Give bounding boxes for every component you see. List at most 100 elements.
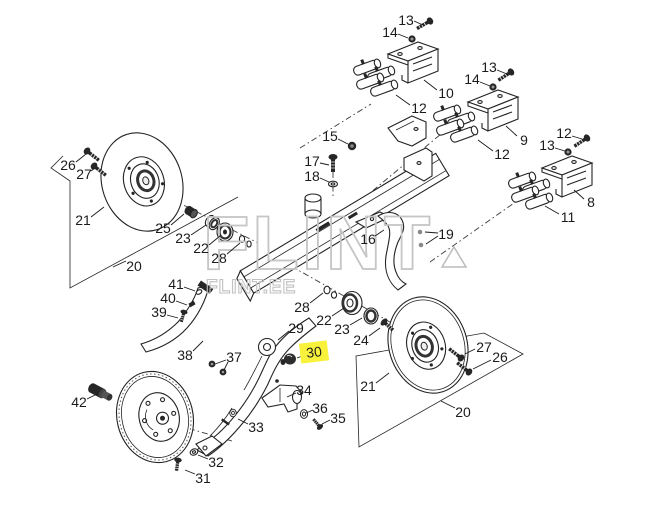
pin-33 [221,408,237,426]
leader-line [331,307,345,317]
leader-line [374,229,385,237]
disc-blade-left [100,132,184,232]
nut-14a [408,35,416,43]
leader-line [505,125,518,137]
frame-bracket [387,115,433,182]
leader-line [395,94,411,106]
part-label-26[interactable]: 26 [60,157,76,173]
part-label-12[interactable]: 12 [494,146,510,162]
part-label-19[interactable]: 19 [438,226,454,242]
part-label-41[interactable]: 41 [168,276,184,292]
part-label-23[interactable]: 23 [334,321,350,337]
part-label-33[interactable]: 33 [248,419,264,435]
part-label-20[interactable]: 20 [126,258,142,274]
leader-line [479,81,491,87]
part-label-37[interactable]: 37 [226,349,242,365]
nut-14b [489,83,497,91]
part-label-23[interactable]: 23 [175,230,191,246]
leader-line [413,20,424,26]
part-label-21[interactable]: 21 [360,378,376,394]
leader-line [112,260,127,268]
part-label-27[interactable]: 27 [476,339,492,355]
part-label-40[interactable]: 40 [160,290,176,306]
part-label-20[interactable]: 20 [455,404,471,420]
part-label-28[interactable]: 28 [211,250,227,266]
part-label-30[interactable]: 30 [305,343,323,361]
leader-line [424,231,439,234]
part-label-35[interactable]: 35 [330,410,346,426]
leader-line [472,359,492,370]
leader-line [192,340,204,352]
part-label-14[interactable]: 14 [382,24,398,40]
leader-line [319,162,330,166]
leader-line [86,393,98,400]
part-label-14[interactable]: 14 [464,71,480,87]
depth-arm-16 [354,211,408,291]
pins-19 [417,229,424,248]
leader-line [170,213,185,226]
part-label-36[interactable]: 36 [312,400,328,416]
leader-line [425,235,439,245]
disc-blade-right [387,296,469,394]
part-label-13[interactable]: 13 [398,12,414,28]
leader-line [184,469,196,475]
part-label-29[interactable]: 29 [288,320,304,336]
nuts-37 [208,360,227,376]
part-label-11[interactable]: 11 [561,209,576,225]
coupler-42 [88,383,113,401]
scraper-arm-38 [140,280,214,353]
part-label-10[interactable]: 10 [438,85,454,101]
part-label-16[interactable]: 16 [360,231,376,247]
part-label-28[interactable]: 28 [294,299,310,315]
leader-line [237,418,249,425]
bolt-30 [280,353,296,365]
leader-line [175,300,188,306]
part-label-26[interactable]: 26 [492,349,508,365]
hub-hardware-right [323,285,397,334]
part-label-31[interactable]: 31 [195,470,211,486]
part-label-13[interactable]: 13 [539,137,555,153]
leader-line [309,292,324,304]
watermark-main-text: FLINT [203,201,433,286]
leader-line [277,330,290,341]
part-label-22[interactable]: 22 [193,240,209,256]
part-label-15[interactable]: 15 [322,128,338,144]
leader-line [321,419,331,425]
part-label-39[interactable]: 39 [151,304,167,320]
leader-line [183,286,196,292]
watermark: FLINT FLINT.EE [202,200,468,299]
part-label-12[interactable]: 12 [556,125,572,141]
part-label-18[interactable]: 18 [304,168,320,184]
part-label-8[interactable]: 8 [587,194,595,210]
part-label-9[interactable]: 9 [520,132,528,148]
part-label-32[interactable]: 32 [208,454,224,470]
part-label-13[interactable]: 13 [481,59,497,75]
assembly-group-outline-left [50,155,239,289]
part-label-27[interactable]: 27 [76,166,92,182]
shank-arm-29 [195,317,317,457]
part-label-21[interactable]: 21 [75,212,91,228]
press-wheel [115,370,195,464]
part-label-22[interactable]: 22 [316,312,332,328]
leader-line [368,327,381,337]
part-label-34[interactable]: 34 [296,382,312,398]
part-label-24[interactable]: 24 [353,332,369,348]
leader-line [496,69,508,75]
leader-line [337,138,349,145]
leader-line [197,454,209,460]
leader-line [305,409,314,414]
leader-line [223,361,229,371]
part-label-12[interactable]: 12 [411,100,427,116]
leader-line [90,206,105,218]
part-label-38[interactable]: 38 [177,347,193,363]
part-label-17[interactable]: 17 [304,153,320,169]
part-label-42[interactable]: 42 [71,394,87,410]
leader-line [397,33,409,39]
frame-toolbar [236,152,450,303]
leader-line [75,153,87,163]
leader-line [554,147,566,152]
part-label-25[interactable]: 25 [155,220,171,236]
nut-13c [564,148,572,156]
